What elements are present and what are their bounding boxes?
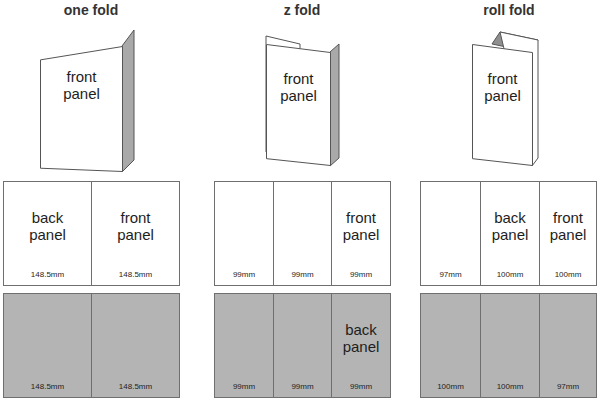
panel-width: 99mm [350, 382, 372, 392]
fold-type-heading: one fold [64, 2, 118, 18]
panel-width: 99mm [291, 382, 313, 392]
brochure-panel: back panel 100mm [480, 181, 540, 286]
brochure-panel: back panel 148.5mm [3, 181, 92, 286]
panel-name: back panel [29, 209, 66, 243]
back-leaf [122, 30, 134, 172]
fold-type-heading: z fold [284, 2, 321, 18]
panel-width: 100mm [555, 270, 582, 280]
panel-name: front panel [63, 68, 100, 102]
brochure-panel: 99mm [273, 293, 332, 398]
panel-name: back panel [343, 321, 380, 355]
fold-type-heading: roll fold [483, 2, 534, 18]
panel-width: 97mm [557, 382, 579, 392]
brochure-panel: front panel 99mm [331, 181, 391, 286]
panel-width: 100mm [497, 270, 524, 280]
panel-name: front panel [343, 209, 380, 243]
face-outline [40, 46, 123, 172]
face-outline [472, 44, 533, 166]
panel-width: 99mm [233, 382, 255, 392]
brochure-panel: 97mm [539, 293, 597, 398]
panel-width: 148.5mm [119, 382, 152, 392]
middle-leaf [330, 44, 339, 166]
brochure-front-face: front panel [40, 46, 123, 172]
panel-width: 100mm [497, 382, 524, 392]
panel-width: 97mm [439, 270, 461, 280]
panel-width: 148.5mm [31, 270, 64, 280]
brochure-panel: back panel 99mm [331, 293, 391, 398]
panel-width: 100mm [437, 382, 464, 392]
brochure-panel: 148.5mm [3, 293, 92, 398]
panel-name: back panel [492, 209, 529, 243]
brochure-front-face: front panel [266, 44, 331, 166]
brochure-panel: 99mm [214, 181, 274, 286]
brochure-panel: front panel 148.5mm [91, 181, 180, 286]
panel-width: 99mm [350, 270, 372, 280]
panel-name: front panel [484, 70, 521, 104]
panel-width: 148.5mm [31, 382, 64, 392]
panel-width: 99mm [233, 270, 255, 280]
panel-width: 148.5mm [119, 270, 152, 280]
brochure-panel: 100mm [480, 293, 540, 398]
panel-name: front panel [550, 209, 587, 243]
panel-name: front panel [280, 70, 317, 104]
brochure-panel: 99mm [273, 181, 332, 286]
brochure-panel: 100mm [420, 293, 481, 398]
brochure-panel: 97mm [420, 181, 481, 286]
brochure-panel: 148.5mm [91, 293, 180, 398]
panel-name: front panel [117, 209, 154, 243]
brochure-panel: front panel 100mm [539, 181, 597, 286]
brochure-front-face: front panel [472, 44, 533, 166]
panel-width: 99mm [291, 270, 313, 280]
brochure-panel: 99mm [214, 293, 274, 398]
face-outline [266, 44, 331, 166]
